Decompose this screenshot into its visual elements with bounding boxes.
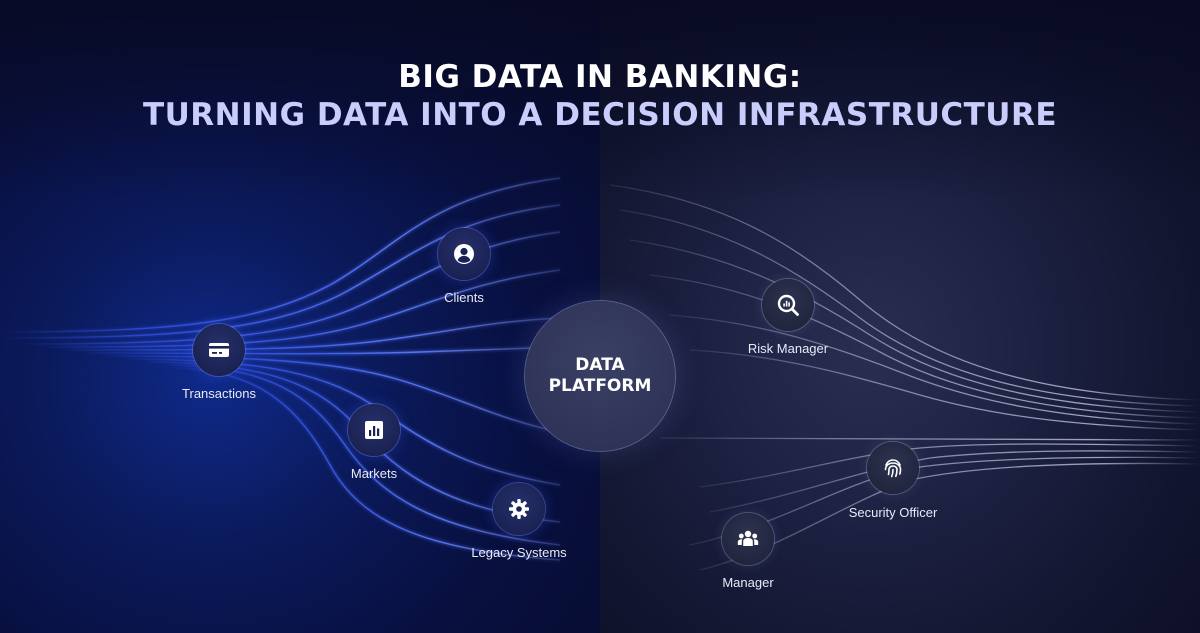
flow-line [609,184,1200,401]
title-line-2: TURNING DATA INTO A DECISION INFRASTRUCT… [142,97,1058,133]
top-fade-overlay [0,0,1200,200]
magnifier-chart-icon [777,294,799,316]
flow-line [0,204,561,339]
flow-line [699,443,1200,488]
flow-line [669,314,1200,425]
security-officer-node [867,442,919,494]
flow-line [649,274,1200,419]
flow-line [629,239,1200,413]
manager-node [722,513,774,565]
clients-label: Clients [444,290,484,305]
flow-line [699,462,1200,571]
fingerprint-icon [884,459,902,478]
flow-line [169,367,561,561]
bar-chart-icon [365,421,383,439]
transactions-node [193,324,245,376]
flow-line [79,346,561,355]
user-circle-icon [454,244,474,264]
risk-manager-label: Risk Manager [747,341,829,356]
flow-line [709,450,1200,513]
flow-line [59,317,561,351]
data-platform-hub: DATA PLATFORM [525,301,675,451]
transactions-label: Transactions [182,386,256,401]
risk-manager-node [762,279,814,331]
legacy-systems-label: Legacy Systems [471,545,567,560]
flow-line [99,355,561,433]
flow-line [689,349,1200,431]
legacy-systems-node [493,483,545,535]
page-title: BIG DATA IN BANKING: TURNING DATA INTO A… [0,58,1200,134]
title-line-1: BIG DATA IN BANKING: [398,59,802,95]
flow-line [39,269,561,348]
flow-line [619,209,1200,407]
users-icon [737,530,759,546]
data-platform-label: DATA PLATFORM [548,355,652,396]
gear-icon [509,499,529,519]
markets-label: Markets [350,466,398,481]
clients-node [438,228,490,280]
flow-line [0,177,561,333]
flow-line [659,437,1200,441]
markets-node [348,404,400,456]
security-officer-label: Security Officer [848,505,938,520]
manager-label: Manager [722,575,774,590]
credit-card-icon [209,343,229,357]
flow-line [119,358,561,486]
flow-line [159,364,561,546]
